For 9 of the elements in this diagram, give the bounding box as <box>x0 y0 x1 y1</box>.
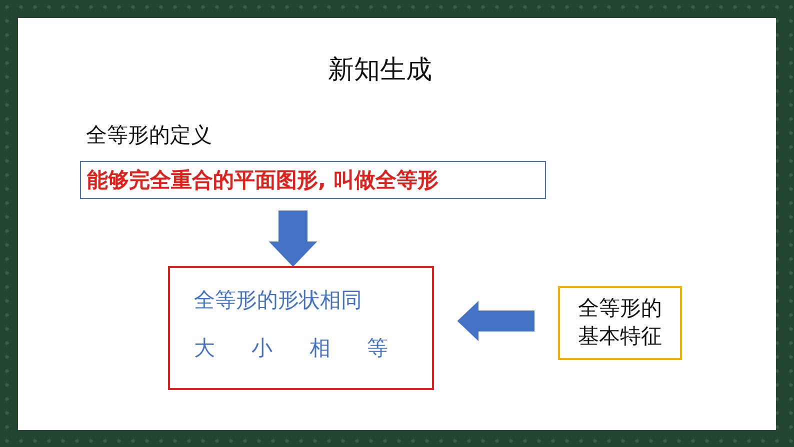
note-box: 全等形的基本特征 <box>558 286 682 360</box>
feature-box <box>168 266 434 390</box>
definition-heading: 全等形的定义 <box>86 122 212 149</box>
feature-text: 全等形的形状相同 <box>194 287 362 314</box>
block-arrow <box>268 210 318 267</box>
feature-text: 大 小 相 等 <box>194 335 388 362</box>
definition-box: 能够完全重合的平面图形, 叫做全等形 <box>80 161 546 199</box>
block-arrow <box>457 300 534 342</box>
title: 新知生成 <box>327 54 433 87</box>
